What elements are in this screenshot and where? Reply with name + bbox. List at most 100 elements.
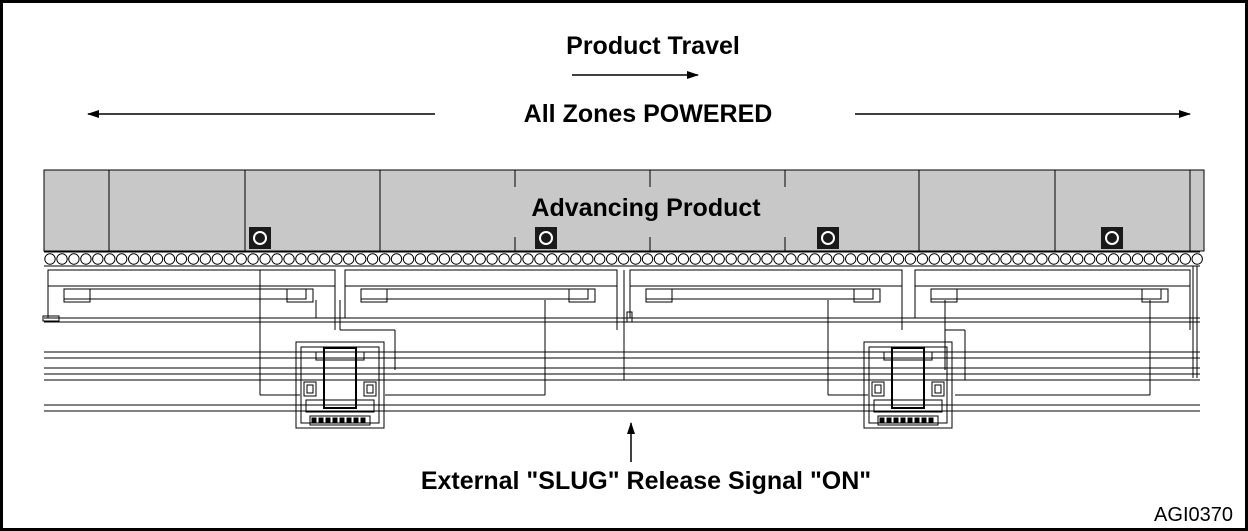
figure-id: AGI0370 xyxy=(1154,504,1233,526)
roller-icon xyxy=(438,253,450,265)
all-zones-label: All Zones POWERED xyxy=(524,100,773,128)
controller-core xyxy=(891,347,925,409)
roller-icon xyxy=(390,253,403,265)
roller-icon xyxy=(701,253,713,265)
roller-icon xyxy=(56,253,68,265)
terminal-pin xyxy=(339,417,345,424)
roller-icon xyxy=(116,253,128,265)
photo-eye-icon xyxy=(1101,227,1123,249)
roller-icon xyxy=(450,253,462,265)
roller-icon xyxy=(402,253,415,265)
terminal-pin xyxy=(921,417,927,424)
roller-icon xyxy=(271,253,283,265)
roller-icon xyxy=(845,253,857,265)
roller-icon xyxy=(809,253,821,265)
roller-icon xyxy=(797,253,809,265)
roller-icon xyxy=(617,253,630,265)
roller-icon xyxy=(677,253,690,265)
roller-icon xyxy=(785,253,797,265)
roller-icon xyxy=(928,253,940,265)
roller-icon xyxy=(665,253,678,265)
roller-icon xyxy=(916,253,929,265)
terminal-pin xyxy=(311,417,317,424)
zone-bar-end xyxy=(63,288,91,303)
roller-icon xyxy=(1179,253,1192,265)
roller-icon xyxy=(1119,253,1132,265)
roller-icon xyxy=(1048,253,1060,265)
roller-icon xyxy=(498,253,510,265)
roller-icon xyxy=(833,253,845,265)
conveyor-frame xyxy=(42,266,1200,412)
roller-icon xyxy=(534,253,546,265)
roller-icon xyxy=(689,253,701,265)
zone-bar-end xyxy=(360,288,388,303)
roller-icon xyxy=(1167,253,1180,265)
roller-icon xyxy=(594,253,606,265)
roller-icon xyxy=(606,253,618,265)
roller-icon xyxy=(175,253,188,265)
roller-icon xyxy=(880,253,893,265)
roller-icon xyxy=(259,253,271,265)
roller-icon xyxy=(737,253,749,265)
roller-icon xyxy=(319,253,331,265)
roller-icon xyxy=(558,253,570,265)
roller-icon xyxy=(414,253,427,265)
roller-icon xyxy=(904,253,917,265)
roller-icon xyxy=(1012,253,1024,265)
zone-controllers xyxy=(295,341,953,429)
roller-icon xyxy=(474,253,486,265)
terminal-pin xyxy=(346,417,352,424)
sensor-lens xyxy=(1105,231,1119,245)
photo-eye-icon xyxy=(817,227,839,249)
advancing-product-label: Advancing Product xyxy=(531,194,761,222)
roller-icon xyxy=(331,253,343,265)
product-box-dividers xyxy=(108,170,1191,251)
zone-bracket xyxy=(47,269,336,287)
sensor-body xyxy=(535,227,557,249)
controller-port xyxy=(363,381,377,397)
roller-icon xyxy=(486,253,498,265)
roller-icon xyxy=(952,253,964,265)
controller-base xyxy=(873,399,943,413)
controller-top-plate xyxy=(315,351,365,361)
sensor-body xyxy=(817,227,839,249)
roller-icon xyxy=(187,253,200,265)
roller-icon xyxy=(988,253,1000,265)
roller-icon xyxy=(653,253,666,265)
terminal-pin xyxy=(332,417,338,424)
roller-icon xyxy=(1024,253,1036,265)
zone-bar xyxy=(63,288,307,300)
frame-tab xyxy=(626,311,633,323)
roller-icon xyxy=(223,253,235,265)
roller-icon xyxy=(546,253,558,265)
release-signal-label: External "SLUG" Release Signal "ON" xyxy=(421,467,871,495)
terminal-pin xyxy=(360,417,366,424)
roller-icon xyxy=(44,253,56,265)
controller-housing xyxy=(295,341,385,429)
zone-bar-end xyxy=(645,288,673,303)
controller-port xyxy=(303,381,317,397)
zone-bar xyxy=(645,288,874,300)
controller-housing xyxy=(863,341,953,429)
zone-bracket xyxy=(914,269,1191,287)
product-area xyxy=(43,169,1205,252)
roller-icon xyxy=(199,253,212,265)
roller-icon xyxy=(1131,253,1144,265)
terminal-pin xyxy=(928,417,934,424)
roller-icon xyxy=(462,253,474,265)
zone-bracket xyxy=(344,269,618,287)
roller-icon xyxy=(629,253,642,265)
controller-port-led xyxy=(306,384,314,394)
roller-icon xyxy=(355,253,367,265)
roller-icon xyxy=(522,253,534,265)
roller-icon xyxy=(211,253,224,265)
controller-core xyxy=(323,347,357,409)
frame-tab xyxy=(42,315,60,322)
roller-icon xyxy=(1084,253,1096,265)
roller-icon xyxy=(570,253,582,265)
roller-icon xyxy=(235,253,247,265)
roller-icon xyxy=(773,253,785,265)
roller-icon xyxy=(641,253,654,265)
